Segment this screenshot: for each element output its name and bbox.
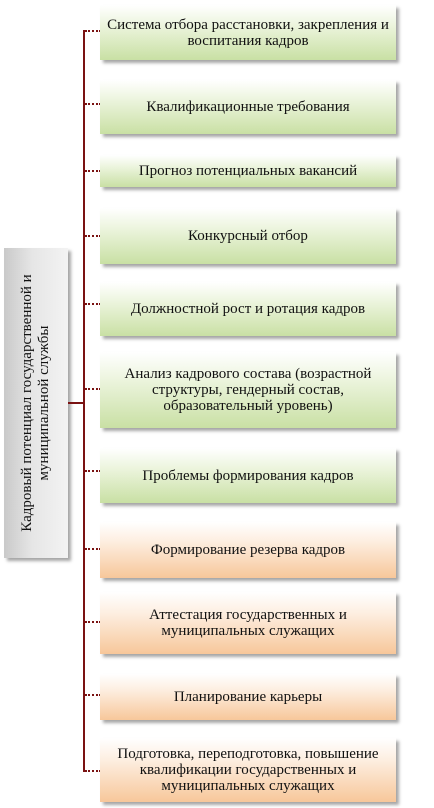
node-training-requalification: Подготовка, переподготовка, повышение кв… bbox=[100, 738, 396, 802]
node-label: Система отбора расстановки, закрепления … bbox=[107, 16, 389, 49]
node-vacancy-forecast: Прогноз потенциальных вакансий bbox=[100, 155, 396, 187]
node-label: Проблемы формирования кадров bbox=[142, 467, 354, 484]
node-label: Аттестация государственных и муниципальн… bbox=[149, 607, 347, 639]
branch-connector bbox=[85, 388, 101, 390]
node-label: Конкурсный отбор bbox=[188, 228, 308, 244]
branch-connector bbox=[85, 30, 101, 32]
node-label: Подготовка, переподготовка, повышение кв… bbox=[117, 746, 379, 794]
node-personnel-reserve: Формирование резерва кадров bbox=[100, 522, 396, 578]
node-label: Должностной рост и ротация кадров bbox=[130, 301, 366, 317]
branch-connector bbox=[85, 303, 101, 305]
root-label: Кадровый потенциал государственной и мун… bbox=[19, 274, 52, 532]
node-competitive-selection: Конкурсный отбор bbox=[100, 208, 396, 264]
node-qualification-requirements: Квалификационные требования bbox=[100, 80, 396, 134]
node-label: Формирование резерва кадров bbox=[150, 542, 346, 558]
branch-connector bbox=[85, 694, 101, 696]
node-label: Планирование карьеры bbox=[173, 689, 323, 705]
node-staff-composition-analysis: Анализ кадрового состава (возрастной стр… bbox=[100, 352, 396, 428]
node-label: Анализ кадрового состава (возрастной стр… bbox=[124, 366, 372, 414]
branch-connector bbox=[85, 621, 101, 623]
branch-connector bbox=[85, 235, 101, 237]
node-label: Прогноз потенциальных вакансий bbox=[138, 163, 358, 179]
node-label: Квалификационные требования bbox=[146, 99, 350, 115]
root-node: Кадровый потенциал государственной и мун… bbox=[4, 248, 68, 558]
branch-connector bbox=[85, 548, 101, 550]
branch-connector bbox=[85, 770, 101, 772]
branch-connector bbox=[85, 470, 101, 472]
node-career-planning: Планирование карьеры bbox=[100, 674, 396, 720]
root-connector bbox=[68, 402, 84, 404]
node-career-growth-rotation: Должностной рост и ротация кадров bbox=[100, 282, 396, 336]
branch-connector bbox=[85, 103, 101, 105]
node-staff-formation-problems: Проблемы формирования кадров bbox=[100, 448, 396, 503]
node-staff-selection-system: Система отбора расстановки, закрепления … bbox=[100, 5, 396, 60]
node-attestation: Аттестация государственных и муниципальн… bbox=[100, 592, 396, 654]
vertical-connector bbox=[83, 30, 85, 772]
branch-connector bbox=[85, 170, 101, 172]
